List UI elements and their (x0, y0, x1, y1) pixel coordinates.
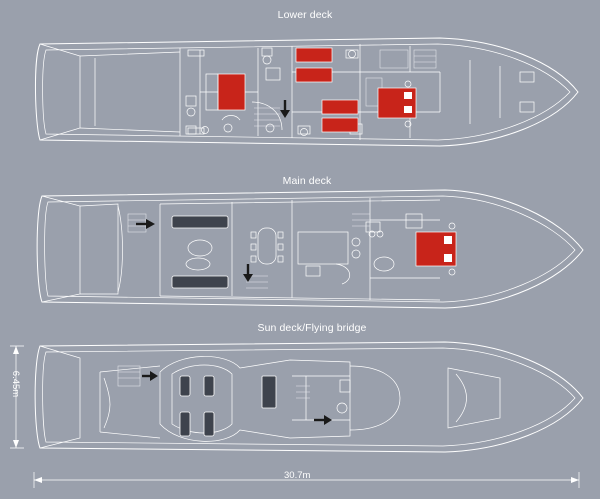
length-dimension-line (33, 472, 580, 488)
bed-icon (321, 99, 359, 115)
sofa-icon (203, 411, 215, 437)
stair-arrow-icon (142, 371, 158, 381)
beam-dimension-line (10, 345, 24, 449)
main-deck-plan (36, 189, 584, 309)
bed-icon (295, 47, 333, 63)
stair-arrow-icon (136, 219, 155, 229)
beam-dimension-label: 6.45m (10, 370, 21, 398)
main-deck-title: Main deck (282, 175, 332, 187)
bed-icon (295, 67, 333, 83)
sofa-icon (179, 411, 191, 437)
sun-deck-title: Sun deck/Flying bridge (257, 322, 367, 334)
lower-deck-title: Lower deck (277, 9, 333, 21)
sofa-icon (171, 215, 229, 229)
bed-icon (321, 117, 359, 133)
stair-arrow-icon (243, 264, 253, 282)
lower-deck-plan (35, 37, 579, 147)
sofa-icon (171, 275, 229, 289)
stair-arrow-icon (314, 415, 332, 425)
stair-arrow-icon (280, 100, 290, 118)
sofa-icon (179, 375, 191, 397)
length-dimension-label: 30.7m (284, 470, 311, 481)
bed-icon (217, 73, 246, 111)
sofa-icon (203, 375, 215, 397)
helm-wheel-icon (336, 402, 348, 414)
sun-deck-plan (34, 341, 584, 453)
